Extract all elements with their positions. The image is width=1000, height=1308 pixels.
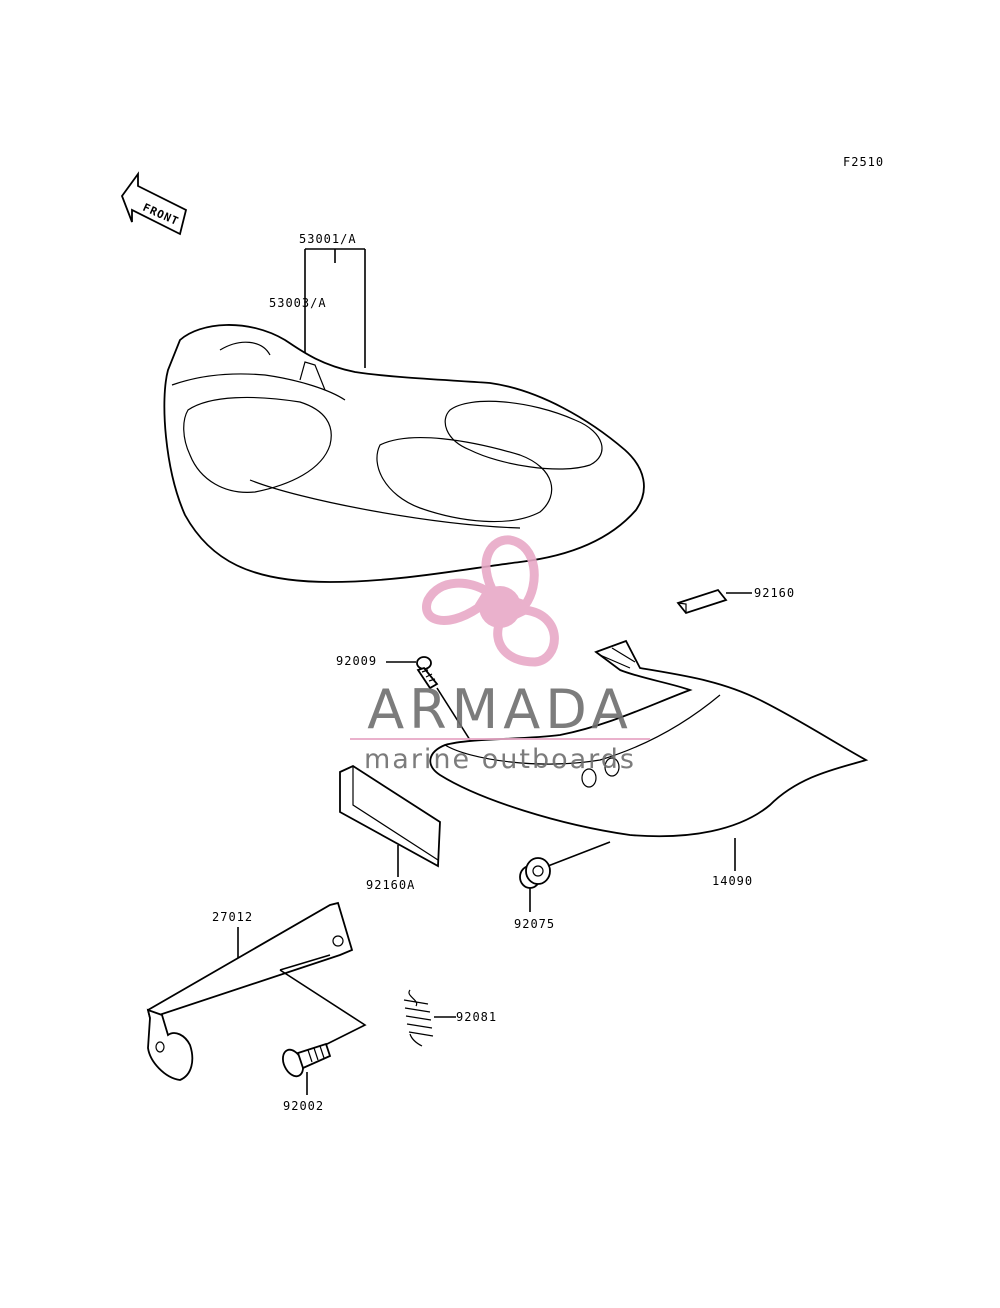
- propeller-logo-icon: [422, 535, 559, 667]
- figure-code: F2510: [843, 155, 884, 169]
- leader-hook-bolt: [279, 954, 367, 1046]
- watermark-brand: ARMADA: [367, 678, 633, 741]
- seat-drawing: [163, 324, 645, 583]
- label-bolt: 92002: [283, 1099, 324, 1113]
- leader-seat: [304, 248, 366, 375]
- label-cover: 14090: [712, 874, 753, 888]
- label-seat-strap: 53003/A: [269, 296, 327, 310]
- label-seat: 53001/A: [299, 232, 357, 246]
- label-grommet: 92075: [514, 917, 555, 931]
- label-pad-large: 92160A: [366, 878, 415, 892]
- leader-grommet: [529, 841, 611, 912]
- watermark-tagline: marine outboards: [364, 744, 636, 775]
- bolt-drawing: [282, 1042, 332, 1078]
- spring-drawing: [403, 989, 434, 1047]
- label-pad-small: 92160: [754, 586, 795, 600]
- leader-screw-2: [436, 687, 471, 741]
- screw-drawing: [416, 656, 439, 690]
- front-arrow-icon: FRONT: [120, 171, 188, 236]
- pad-small-drawing: [676, 588, 728, 615]
- label-screw: 92009: [336, 654, 377, 668]
- label-hook: 27012: [212, 910, 253, 924]
- pad-large-drawing: [339, 764, 441, 868]
- grommet-drawing: [519, 857, 551, 889]
- armada-watermark: ARMADA marine outboards: [350, 535, 650, 775]
- hook-drawing: [146, 901, 354, 1081]
- label-spring: 92081: [456, 1010, 497, 1024]
